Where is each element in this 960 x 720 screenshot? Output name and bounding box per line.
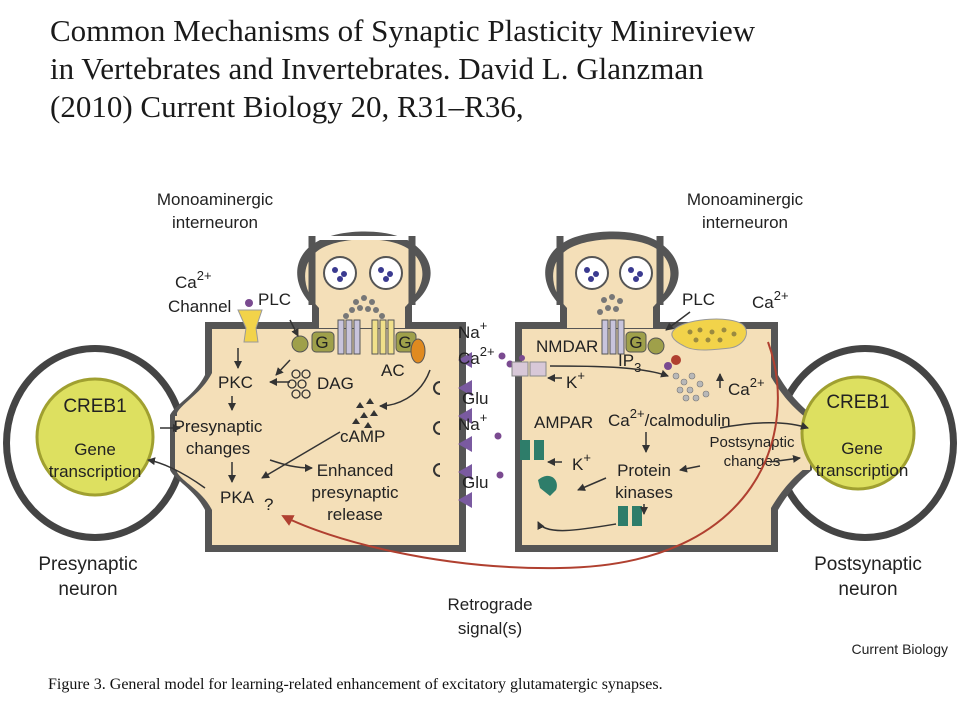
- transcription-right-label: transcription: [816, 461, 909, 480]
- right-interneuron-label-2: interneuron: [702, 213, 788, 232]
- calmodulin-label: Ca2+/calmodulin: [608, 406, 731, 430]
- presynaptic-changes-label: Presynaptic: [174, 417, 263, 436]
- ca-channel-label: Ca2+: [175, 268, 212, 292]
- postsynaptic-neuron-body: [515, 322, 957, 552]
- pka-label: PKA: [220, 488, 255, 507]
- g-left-label: G: [315, 333, 328, 352]
- ca-right-label: Ca2+: [752, 288, 789, 312]
- k-label-1: K+: [566, 368, 585, 392]
- right-interneuron-terminal: [545, 231, 679, 328]
- glutamate-release-sites: [458, 352, 472, 508]
- slide-title: Common Mechanisms of Synaptic Plasticity…: [50, 12, 930, 126]
- ampar-label: AMPAR: [534, 413, 593, 432]
- right-interneuron-label: Monoaminergic: [687, 190, 804, 209]
- potassium-channel-marks: [433, 381, 441, 477]
- creb1-nucleus-right: CREB1 Gene transcription: [800, 375, 916, 491]
- calcium-channel-icon: [237, 299, 263, 343]
- retrograde-label: Retrograde: [447, 595, 532, 614]
- creb1-left-label: CREB1: [63, 396, 126, 417]
- postsynaptic-neuron-label-2: neuron: [838, 579, 897, 600]
- cleft-ions: [494, 352, 514, 479]
- question-label: ?: [264, 495, 273, 514]
- pkc-label: PKC: [218, 373, 253, 392]
- left-interneuron-label-2: interneuron: [172, 213, 258, 232]
- na-label-2: Na+: [458, 410, 487, 434]
- enhanced-release-label-3: release: [327, 505, 383, 524]
- protein-kinases-label-2: kinases: [615, 483, 673, 502]
- journal-credit: Current Biology: [852, 641, 949, 657]
- ip3-label: IP3: [618, 351, 641, 375]
- synaptic-plasticity-diagram: CREB1 Gene transcription Monoaminergic i…: [3, 190, 957, 657]
- glu-label-2: Glu: [462, 473, 488, 492]
- presynaptic-neuron-label: Presynaptic: [38, 554, 137, 575]
- protein-kinases-label: Protein: [617, 461, 671, 480]
- retrograde-signal-arrow: [281, 341, 779, 570]
- camp-dots: [352, 398, 378, 428]
- postsynaptic-neuron-label: Postsynaptic: [814, 554, 922, 575]
- k-label-2: K+: [572, 450, 591, 474]
- figure-caption: Figure 3. General model for learning-rel…: [48, 676, 663, 693]
- plc-left-label: PLC: [258, 290, 291, 309]
- postsynaptic-changes-label: Postsynaptic: [709, 434, 795, 451]
- ac-label: AC: [381, 361, 405, 380]
- ca-store-label: Ca2+: [728, 375, 765, 399]
- g-right-label: G: [629, 333, 642, 352]
- ampar-receptors: [520, 440, 642, 526]
- presynaptic-neuron-label-2: neuron: [58, 579, 117, 600]
- glu-label-1: Glu: [462, 389, 488, 408]
- gene-right-label: Gene: [841, 439, 883, 458]
- left-interneuron-terminal: [297, 231, 431, 328]
- dag-label: DAG: [317, 374, 354, 393]
- calcium-store-icon: [664, 318, 747, 370]
- camp-label: cAMP: [340, 427, 385, 446]
- right-gpcr-receptors: [601, 319, 665, 355]
- left-gpcr-receptors: [291, 319, 426, 364]
- creb1-right-label: CREB1: [826, 392, 889, 413]
- ca-cleft-label: Ca2+: [458, 344, 495, 368]
- right-pathway-arrows: [537, 311, 809, 532]
- creb1-nucleus-left: CREB1 Gene transcription: [35, 377, 155, 497]
- g2-left-label: G: [398, 333, 411, 352]
- left-pathway-arrows: [147, 319, 431, 489]
- retrograde-label-2: signal(s): [458, 619, 522, 638]
- enhanced-release-label-2: presynaptic: [312, 483, 399, 502]
- title-line-1: Common Mechanisms of Synaptic Plasticity…: [50, 13, 756, 48]
- dag-icon: [287, 369, 311, 399]
- presynaptic-changes-label-2: changes: [186, 439, 250, 458]
- left-interneuron-label: Monoaminergic: [157, 190, 274, 209]
- enhanced-release-label: Enhanced: [317, 461, 394, 480]
- title-line-2: in Vertebrates and Invertebrates. David …: [50, 51, 704, 86]
- calcium-dots: [672, 372, 710, 402]
- gene-left-label: Gene: [74, 440, 116, 459]
- transcription-left-label: transcription: [49, 462, 142, 481]
- ca-channel-label-2: Channel: [168, 297, 231, 316]
- plc-right-label: PLC: [682, 290, 715, 309]
- title-line-3: (2010) Current Biology 20, R31–R36,: [50, 89, 524, 124]
- na-label-1: Na+: [458, 318, 487, 342]
- nmdar-receptor-icon: [511, 355, 547, 377]
- nmdar-label: NMDAR: [536, 337, 598, 356]
